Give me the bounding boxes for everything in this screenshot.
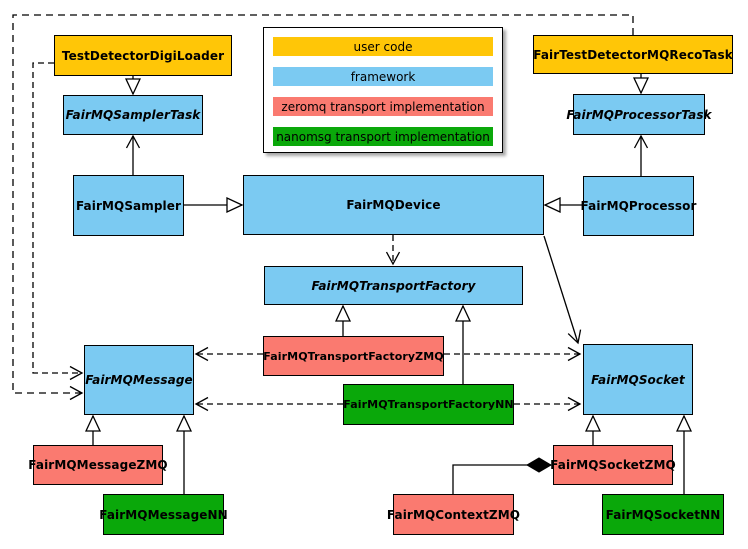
class-box-fairmqtransportfactorynn: FairMQTransportFactoryNN [343, 384, 514, 425]
class-box-fairmqdevice: FairMQDevice [243, 175, 544, 235]
class-box-fairmqmessage: FairMQMessage [84, 345, 194, 415]
class-box-fairmqsamplertask: FairMQSamplerTask [63, 95, 203, 135]
class-box-fairmqtransportfactory: FairMQTransportFactory [264, 266, 523, 305]
legend-item-framework: framework [273, 67, 493, 86]
class-box-fairmqtransportfactoryzmq: FairMQTransportFactoryZMQ [263, 336, 444, 376]
class-box-fairmqmessagenn: FairMQMessageNN [99, 494, 228, 535]
legend-item-zeromq: zeromq transport implementation [273, 97, 493, 116]
class-box-fairmqsocketnn: FairMQSocketNN [602, 494, 724, 535]
class-box-fairmqsocketzmq: FairMQSocketZMQ [550, 445, 676, 485]
association-device-socket-arrow [543, 235, 582, 345]
class-box-testdetectordigiloader: TestDetectorDigiLoader [54, 35, 232, 76]
class-box-fairmqsocket: FairMQSocket [583, 344, 693, 415]
class-box-fairmqsampler: FairMQSampler [73, 175, 184, 236]
class-box-fairtestdetectormqrecotask: FairTestDetectorMQRecoTask [533, 35, 733, 74]
composition-contextzmq-socketzmq-arrow [452, 457, 552, 494]
legend-item-user-code: user code [273, 37, 493, 56]
class-box-fairmqmessagezmq: FairMQMessageZMQ [28, 445, 168, 485]
class-box-fairmqcontextzmq: FairMQContextZMQ [387, 494, 520, 535]
legend-box: user code framework zeromq transport imp… [263, 27, 503, 153]
class-box-fairmqprocessor: FairMQProcessor [581, 176, 696, 236]
legend-item-nanomsg: nanomsg transport implementation [273, 127, 493, 146]
class-box-fairmqprocessortask: FairMQProcessorTask [566, 94, 712, 135]
